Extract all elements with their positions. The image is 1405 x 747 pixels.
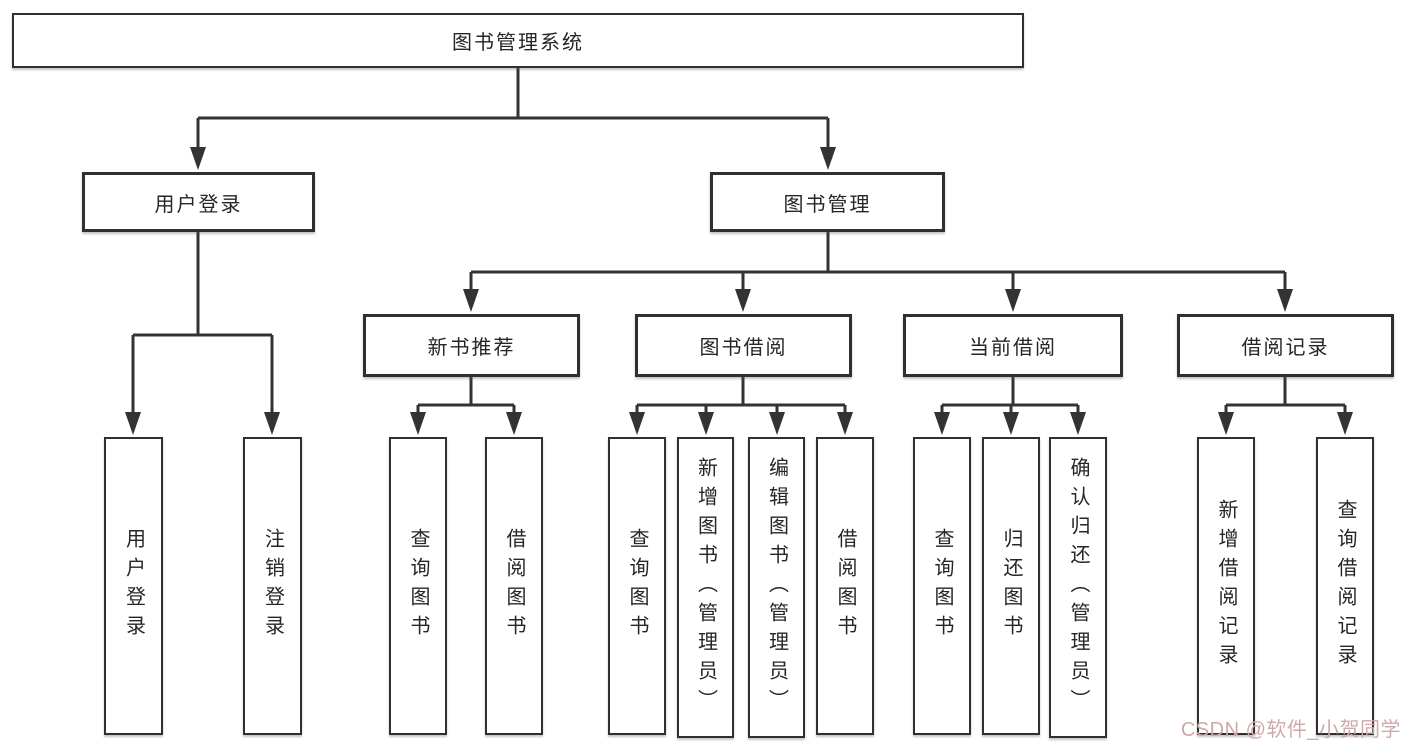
leaf-borrow-books: 借阅图书 (816, 437, 874, 735)
leaf-user-login: 用户登录 (104, 437, 163, 735)
leaf-query-books-recommend: 查询图书 (389, 437, 447, 735)
leaf-borrow-books-recommend: 借阅图书 (485, 437, 543, 735)
leaf-add-borrow-record: 新增借阅记录 (1197, 437, 1255, 735)
wire-new-book-recommend (416, 377, 516, 414)
node-new-book-recommend: 新书推荐 (363, 314, 580, 377)
leaf-return-book: 归还图书 (982, 437, 1040, 735)
wire-user-login (131, 232, 274, 414)
wire-current-borrow (940, 377, 1080, 414)
node-book-borrow: 图书借阅 (635, 314, 852, 377)
wire-root (196, 68, 830, 150)
node-book-management: 图书管理 (710, 172, 945, 232)
node-current-borrow: 当前借阅 (903, 314, 1123, 377)
leaf-confirm-return-admin: 确认归还（管理员） (1049, 437, 1107, 738)
node-root: 图书管理系统 (12, 13, 1024, 68)
leaf-query-borrow-record: 查询借阅记录 (1316, 437, 1374, 735)
node-user-login: 用户登录 (82, 172, 315, 232)
watermark: CSDN @软件_小贺同学 (1180, 719, 1401, 741)
leaf-add-book-admin: 新增图书（管理员） (677, 437, 734, 738)
leaf-logout: 注销登录 (243, 437, 302, 735)
node-borrow-records: 借阅记录 (1177, 314, 1394, 377)
wire-book-borrow (635, 377, 847, 414)
leaf-query-books-current: 查询图书 (913, 437, 971, 735)
arrowheads (125, 147, 1353, 435)
leaf-edit-book-admin: 编辑图书（管理员） (748, 437, 805, 738)
wire-book-management (469, 232, 1287, 292)
leaf-query-books-borrow: 查询图书 (608, 437, 666, 735)
wire-borrow-records (1224, 377, 1347, 414)
